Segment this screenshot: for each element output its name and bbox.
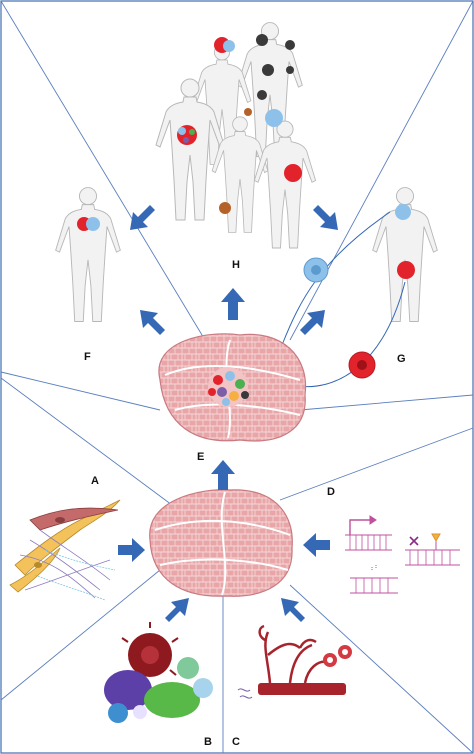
arrow-h-to-g (313, 205, 338, 230)
arrow-c-to-tissue (281, 598, 305, 622)
blood-vessel-icon (237, 624, 352, 699)
panel-label-c: C (232, 736, 240, 748)
panel-label-g: G (397, 353, 406, 365)
cell-nucleus (357, 360, 367, 370)
arrow-e-to-g (300, 310, 325, 335)
panel-label-b: B (204, 736, 212, 748)
arrow-tissue-to-e (211, 460, 235, 490)
panel-label-a: A (91, 475, 99, 487)
arrow-h-to-f (130, 205, 155, 230)
arrow-e-to-f (140, 310, 165, 335)
arrow-a-to-tissue (118, 538, 145, 562)
panel-label-e: E (197, 451, 204, 463)
tumor-marks-group (177, 34, 302, 214)
tissue-origin (149, 489, 293, 597)
fibroblast-cells-icon (9, 499, 121, 601)
panel-label-f: F (84, 351, 91, 363)
arrow-d-to-tissue (303, 533, 330, 557)
cell-nucleus (311, 265, 321, 275)
dna-epigenetic-icon (345, 515, 460, 594)
immune-cells-icon (104, 622, 213, 723)
panel-label-h: H (232, 259, 240, 271)
patient-figure-g (372, 187, 438, 322)
tumor-tissue-e (158, 333, 307, 442)
panel-label-d: D (327, 486, 335, 498)
arrow-e-to-h (221, 288, 245, 320)
flow-arrows (118, 205, 338, 622)
patient-figure-f (55, 187, 121, 322)
arrow-b-to-tissue (165, 598, 189, 622)
